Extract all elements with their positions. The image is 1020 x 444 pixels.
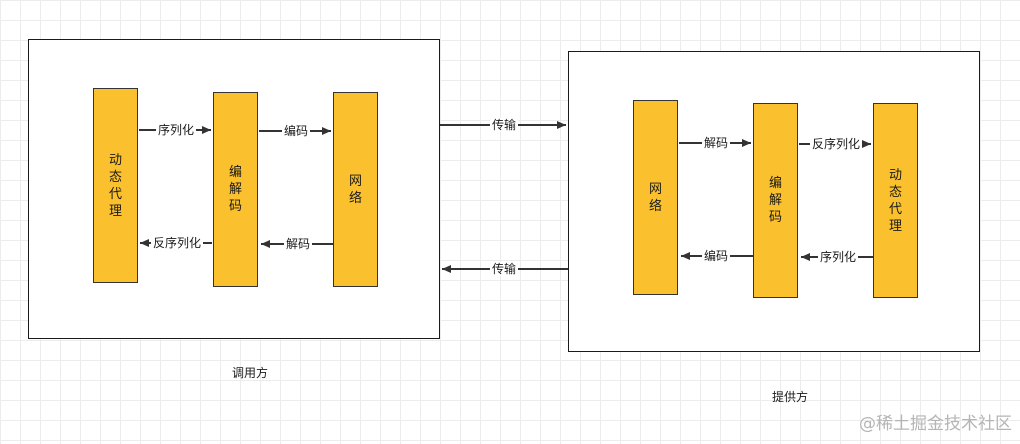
caller-encode-label: 编码	[281, 124, 311, 138]
provider-dynamic-proxy-label: 动态代理	[888, 167, 902, 234]
provider-dynamic-proxy-block: 动态代理	[873, 103, 918, 298]
provider-caption: 提供方	[771, 390, 809, 404]
provider-decode-label: 解码	[701, 136, 731, 150]
provider-encode-label: 编码	[701, 249, 731, 263]
caller-decode-label: 解码	[283, 237, 313, 251]
watermark: @稀土掘金技术社区	[859, 414, 1012, 434]
caller-codec-label: 编解码	[228, 165, 242, 214]
caller-dynamic-proxy-block: 动态代理	[93, 88, 138, 283]
provider-deserialize-label: 反序列化	[809, 137, 863, 151]
caller-dynamic-proxy-label: 动态代理	[108, 152, 122, 219]
provider-codec-label: 编解码	[768, 176, 782, 225]
caller-codec-block: 编解码	[213, 92, 258, 287]
provider-codec-block: 编解码	[753, 103, 798, 298]
caller-serialize-label: 序列化	[155, 123, 197, 137]
transport-request-label: 传输	[489, 118, 519, 132]
transport-response-label: 传输	[489, 262, 519, 276]
provider-network-label: 网络	[648, 181, 662, 214]
caller-network-block: 网络	[333, 92, 378, 287]
provider-serialize-label: 序列化	[817, 250, 859, 264]
caller-caption: 调用方	[231, 366, 269, 380]
provider-network-block: 网络	[633, 100, 678, 295]
caller-network-label: 网络	[348, 173, 362, 206]
caller-deserialize-label: 反序列化	[150, 236, 204, 250]
